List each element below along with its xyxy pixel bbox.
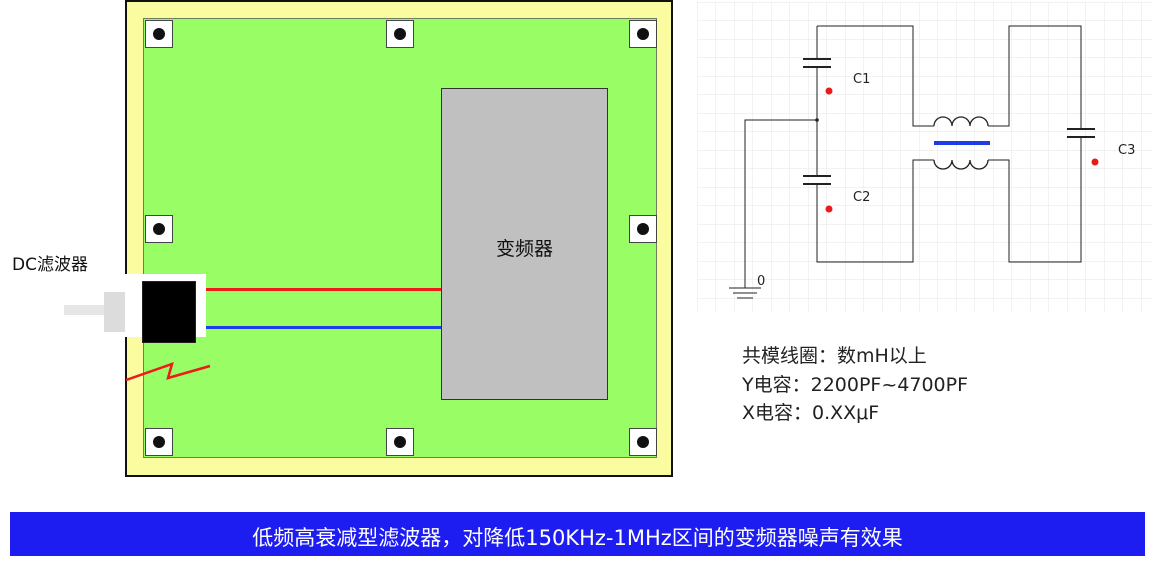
mounting-hole-icon: [145, 20, 173, 48]
capacitor-icon: [1067, 128, 1095, 138]
caption-banner: [10, 512, 1145, 556]
inverter-label: 变频器: [495, 238, 553, 260]
junction-dot: [815, 118, 819, 122]
capacitor-icon: [803, 58, 831, 68]
c3-label: C3: [1118, 143, 1135, 158]
note-y-capacitor: Y电容：2200PF~4700PF: [742, 373, 969, 396]
note-x-capacitor: X电容：0.XXμF: [742, 402, 880, 424]
positive-wire: [206, 288, 441, 291]
note-choke: 共模线圈：数mH以上: [742, 345, 927, 367]
c2-label: C2: [853, 190, 870, 205]
ground-icon: [729, 287, 761, 299]
mounting-hole-icon: [145, 215, 173, 243]
probe-dot: [1091, 158, 1099, 166]
probe-dot: [825, 205, 833, 213]
mounting-hole-icon: [386, 20, 414, 48]
schematic-grid: [697, 2, 1152, 312]
common-mode-choke-icon: [933, 116, 990, 170]
dc-filter-block: [142, 281, 196, 343]
mounting-hole-icon: [629, 20, 657, 48]
cable-joint: [104, 292, 126, 332]
right-loop-wires: [988, 25, 1082, 263]
input-cable: [64, 305, 126, 315]
component-notes: 共模线圈：数mH以上 Y电容：2200PF~4700PF X电容：0.XXμF: [742, 342, 968, 428]
caption-text: 低频高衰减型滤波器，对降低150KHz-1MHz区间的变频器噪声有效果: [252, 526, 903, 550]
ground-label: 0: [757, 274, 765, 289]
capacitor-icon: [803, 175, 831, 185]
probe-dot: [825, 87, 833, 95]
left-loop-wires: [744, 25, 934, 288]
mounting-hole-icon: [145, 428, 173, 456]
c1-label: C1: [853, 72, 870, 87]
filter-schematic: C1 C2 C3 0: [697, 2, 1152, 312]
mounting-hole-icon: [386, 428, 414, 456]
mounting-hole-icon: [629, 428, 657, 456]
lightning-icon: [125, 362, 211, 382]
inverter-block: [441, 88, 608, 400]
negative-wire: [206, 326, 441, 329]
mounting-hole-icon: [629, 215, 657, 243]
dc-filter-label: DC滤波器: [12, 255, 88, 275]
